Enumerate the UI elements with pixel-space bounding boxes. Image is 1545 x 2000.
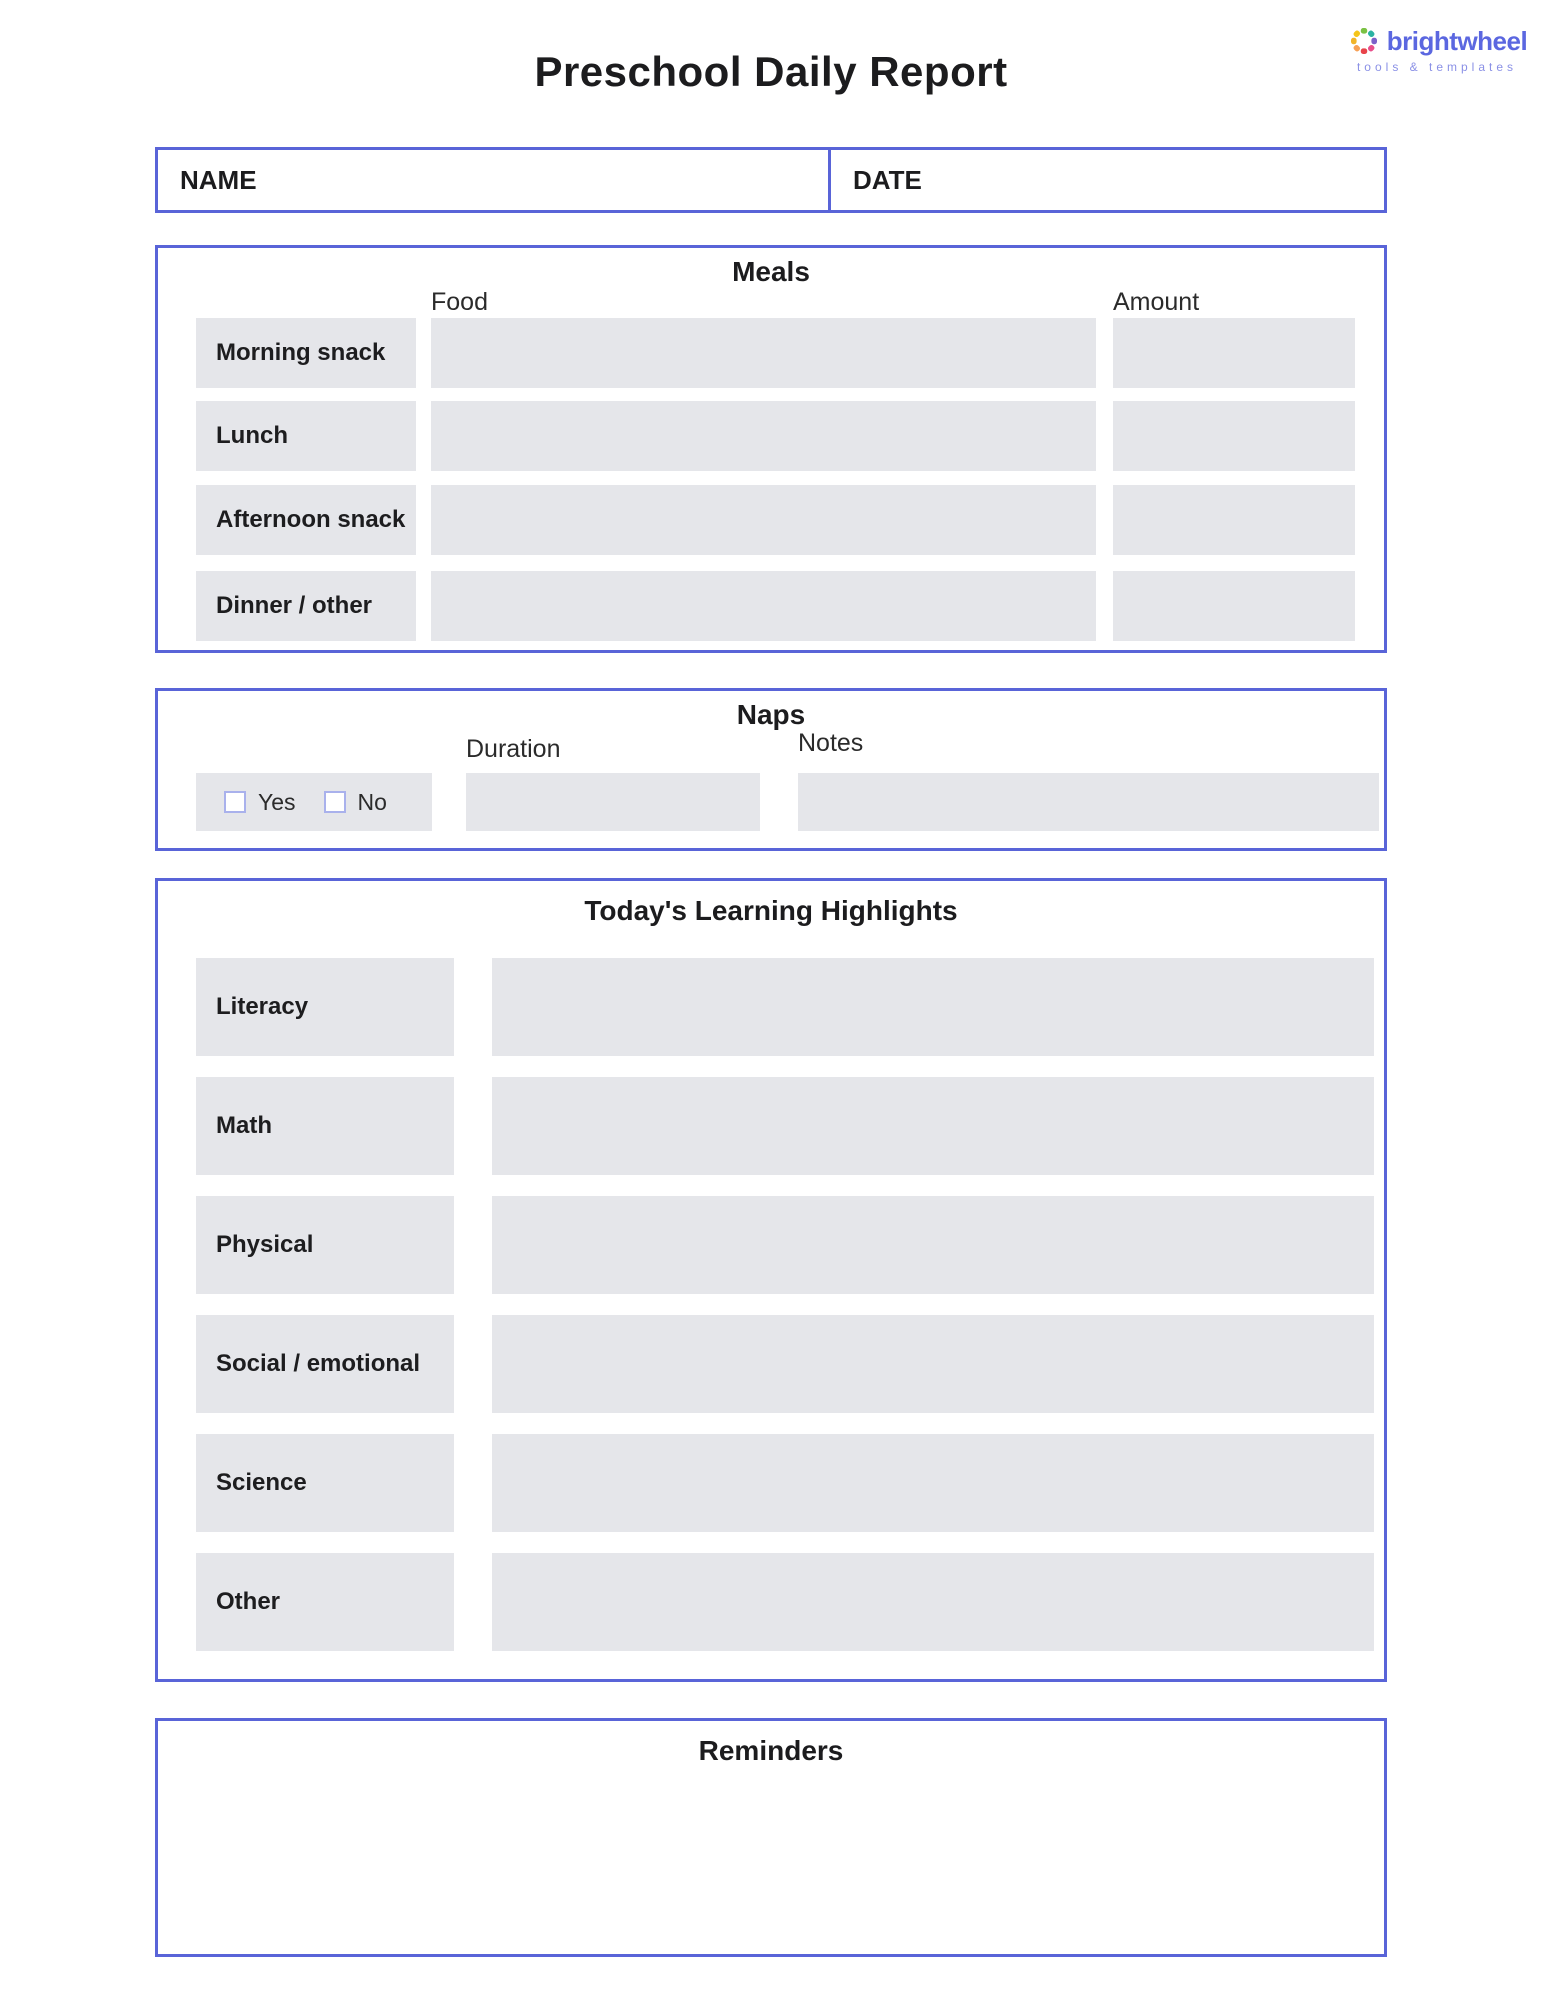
learning-title: Today's Learning Highlights xyxy=(584,895,958,926)
nap-notes-input[interactable] xyxy=(798,773,1379,831)
learning-input[interactable] xyxy=(492,1553,1374,1651)
nap-no-label: No xyxy=(357,788,387,815)
learning-row-math: Math xyxy=(158,1077,1384,1175)
duration-column-header: Duration xyxy=(466,735,561,763)
learning-row-other: Other xyxy=(158,1553,1384,1651)
learning-input[interactable] xyxy=(492,1077,1374,1175)
learning-highlights-section: Today's Learning Highlights Literacy Mat… xyxy=(155,878,1387,1682)
meal-row-afternoon-snack: Afternoon snack xyxy=(158,485,1384,555)
nap-no-checkbox[interactable] xyxy=(323,791,346,813)
meal-amount-input[interactable] xyxy=(1113,571,1355,641)
nap-yes-no-group: Yes No xyxy=(196,773,432,831)
learning-input[interactable] xyxy=(492,1315,1374,1413)
nap-yes-label: Yes xyxy=(258,788,296,815)
naps-section: Naps Duration Notes Yes No xyxy=(155,688,1387,851)
meal-amount-input[interactable] xyxy=(1113,401,1355,471)
learning-label: Physical xyxy=(196,1196,454,1294)
reminders-title: Reminders xyxy=(698,1735,844,1766)
learning-input[interactable] xyxy=(492,958,1374,1056)
brand-tagline: tools & templates xyxy=(1356,60,1518,74)
nap-yes-checkbox[interactable] xyxy=(224,791,246,813)
reminders-section[interactable]: Reminders xyxy=(155,1718,1387,1957)
learning-row-physical: Physical xyxy=(158,1196,1384,1294)
learning-label: Social / emotional xyxy=(196,1315,454,1413)
meals-title: Meals xyxy=(732,256,810,287)
learning-row-science: Science xyxy=(158,1434,1384,1532)
meal-row-lunch: Lunch xyxy=(158,401,1384,471)
learning-label: Other xyxy=(196,1553,454,1651)
meal-label: Dinner / other xyxy=(196,571,416,641)
meal-food-input[interactable] xyxy=(431,401,1096,471)
meal-label: Morning snack xyxy=(196,318,416,388)
meal-label: Lunch xyxy=(196,401,416,471)
meal-amount-input[interactable] xyxy=(1113,318,1355,388)
learning-label: Science xyxy=(196,1434,454,1532)
learning-label: Math xyxy=(196,1077,454,1175)
meal-food-input[interactable] xyxy=(431,485,1096,555)
naps-title: Naps xyxy=(736,699,806,730)
meal-row-dinner-other: Dinner / other xyxy=(158,571,1384,641)
amount-column-header: Amount xyxy=(1113,288,1200,316)
meal-food-input[interactable] xyxy=(431,571,1096,641)
brand-name: brightwheel xyxy=(1386,25,1528,56)
notes-column-header: Notes xyxy=(798,729,864,757)
food-column-header: Food xyxy=(431,288,488,316)
name-date-box: NAME DATE xyxy=(155,147,1387,213)
date-label: DATE xyxy=(853,164,922,195)
meals-section: Meals Food Amount Morning snack Lunch Af… xyxy=(155,245,1387,653)
nap-duration-input[interactable] xyxy=(466,773,760,831)
name-label: NAME xyxy=(180,164,257,195)
pinwheel-icon xyxy=(1347,24,1381,58)
name-field[interactable]: NAME xyxy=(158,150,828,210)
learning-row-literacy: Literacy xyxy=(158,958,1384,1056)
brightwheel-logo: brightwheel tools & templates xyxy=(1337,24,1537,74)
meal-amount-input[interactable] xyxy=(1113,485,1355,555)
meal-food-input[interactable] xyxy=(431,318,1096,388)
learning-input[interactable] xyxy=(492,1434,1374,1532)
meal-label: Afternoon snack xyxy=(196,485,416,555)
learning-row-social-emotional: Social / emotional xyxy=(158,1315,1384,1413)
learning-label: Literacy xyxy=(196,958,454,1056)
page-title: Preschool Daily Report xyxy=(534,48,1008,95)
learning-input[interactable] xyxy=(492,1196,1374,1294)
date-field[interactable]: DATE xyxy=(828,150,1384,210)
meal-row-morning-snack: Morning snack xyxy=(158,318,1384,388)
